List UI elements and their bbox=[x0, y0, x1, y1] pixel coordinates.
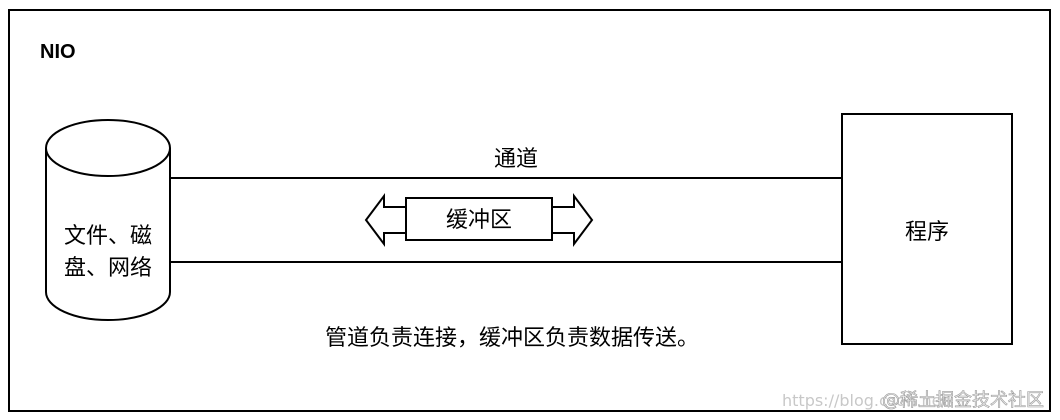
cylinder-top bbox=[45, 119, 171, 177]
program-box bbox=[841, 113, 1013, 345]
caption-text: 管道负责连接，缓冲区负责数据传送。 bbox=[325, 326, 699, 351]
diagram-title: NIO bbox=[40, 41, 76, 63]
watermark-brand: @稀土掘金技术社区 bbox=[882, 390, 1044, 411]
program-label: 程序 bbox=[905, 220, 949, 245]
channel-label: 通道 bbox=[494, 147, 538, 172]
buffer-box bbox=[405, 197, 553, 241]
buffer-label: 缓冲区 bbox=[446, 208, 512, 233]
left-hollow-arrow bbox=[364, 193, 407, 247]
storage-cylinder: 文件、磁 盘、网络 bbox=[45, 119, 171, 321]
storage-label-line2: 盘、网络 bbox=[64, 256, 152, 281]
storage-label-line1: 文件、磁 bbox=[64, 224, 152, 249]
cylinder-body bbox=[45, 148, 171, 321]
right-hollow-arrow bbox=[551, 193, 594, 247]
watermark-url: https://blog.csdn.net/ bbox=[782, 391, 954, 410]
